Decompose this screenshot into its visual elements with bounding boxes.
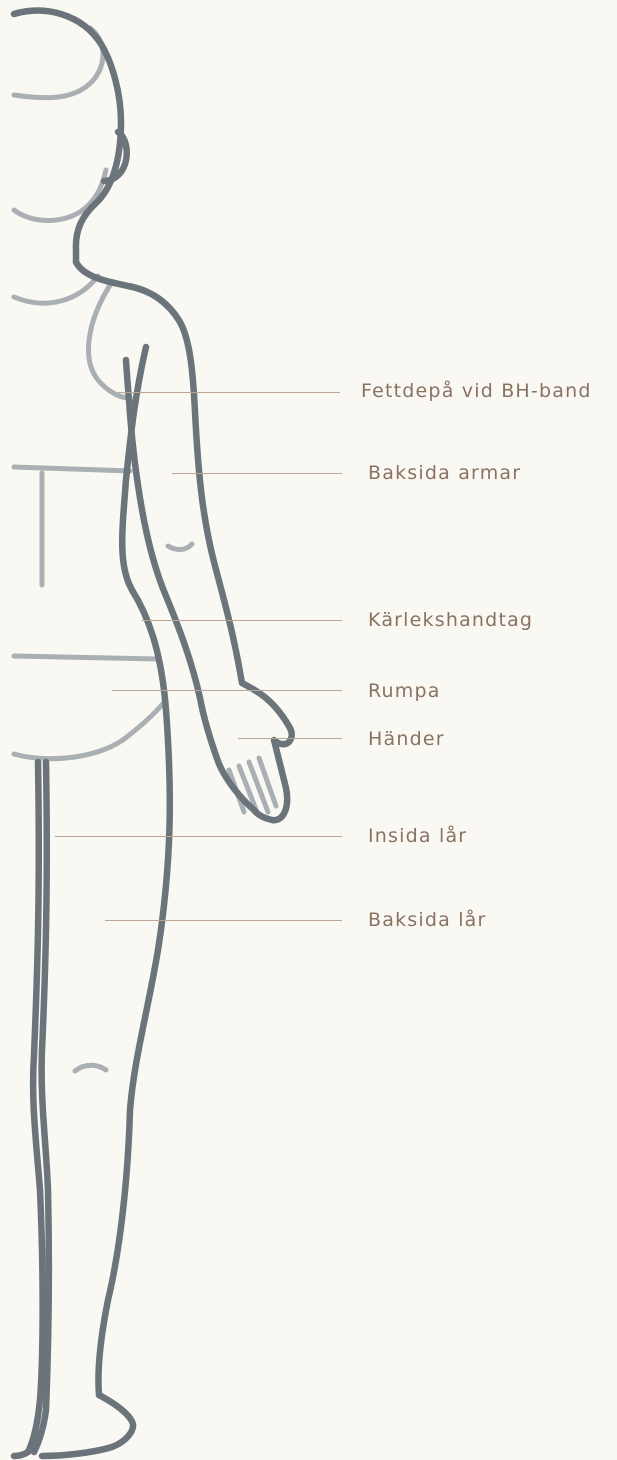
baksida-armar-label: Baksida armar — [368, 462, 521, 484]
inner-arm-outline — [42, 347, 170, 1456]
insida-lar-callout-line — [55, 836, 342, 837]
hip-line — [14, 656, 158, 659]
baksida-armar-callout-line — [172, 473, 342, 474]
hair-line — [14, 28, 103, 98]
fettdepa-callout-line — [118, 392, 340, 393]
insida-lar-label: Insida lår — [368, 825, 467, 847]
hander-label: Händer — [368, 728, 445, 750]
karlekshandtag-callout-line — [142, 620, 342, 621]
inner-leg-outline — [14, 762, 43, 1456]
fettdepa-label: Fettdepå vid BH-band — [361, 380, 592, 402]
breast-line — [89, 282, 130, 398]
shoulder-line — [14, 276, 98, 303]
baksida-lar-callout-line — [105, 920, 342, 921]
rumpa-callout-line — [112, 690, 342, 691]
rumpa-label: Rumpa — [368, 680, 441, 702]
baksida-lar-label: Baksida lår — [368, 909, 487, 931]
knee-crease — [75, 1065, 106, 1071]
karlekshandtag-label: Kärlekshandtag — [368, 609, 533, 631]
jaw-line — [14, 170, 106, 220]
head-outline — [14, 11, 121, 262]
elbow-crease — [168, 544, 192, 550]
buttock-curve — [14, 700, 166, 759]
waist-line — [14, 467, 130, 471]
neck-shoulder-outline — [76, 262, 292, 820]
hander-callout-line — [238, 738, 342, 739]
